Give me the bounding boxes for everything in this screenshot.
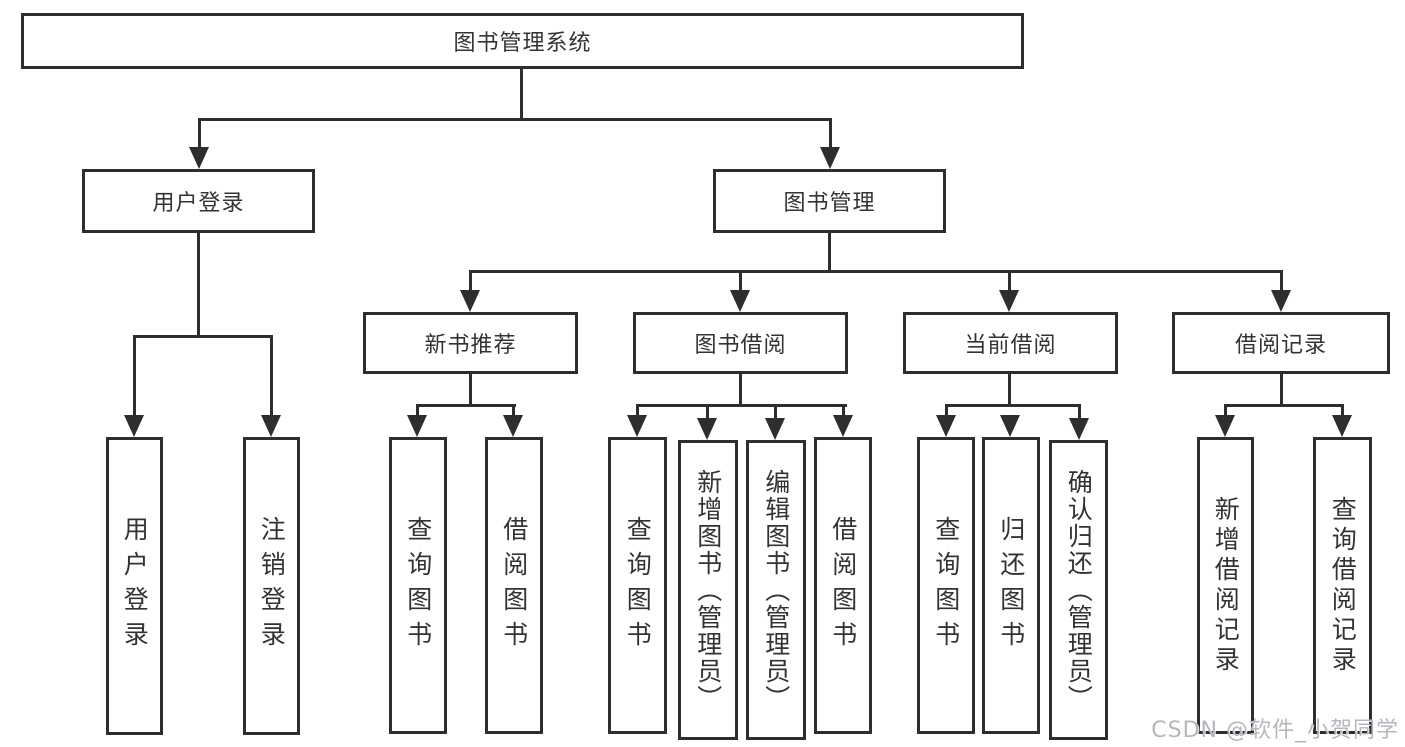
connector-hline <box>1224 404 1344 407</box>
watermark-text: CSDN @软件_小贺同学 <box>1151 718 1399 743</box>
leaf-confirm-return-admin-label: 确认归还（管理员） <box>1064 468 1094 712</box>
connector-vline <box>1280 273 1283 292</box>
connector-vline <box>197 233 200 337</box>
arrow-down-icon <box>936 415 956 437</box>
leaf-add-borrow-record: 新增借阅记录 <box>1197 437 1254 734</box>
leaf-borrow-books-recommend: 借阅图书 <box>485 437 543 734</box>
arrow-down-icon <box>1271 290 1291 312</box>
leaf-add-book-admin: 新增图书（管理员） <box>678 440 738 740</box>
leaf-return-books-label: 归还图书 <box>996 515 1026 656</box>
node-current-borrowing-label: 当前借阅 <box>964 333 1057 358</box>
node-user-login: 用户登录 <box>82 169 315 233</box>
connector-vline <box>133 338 136 417</box>
connector-vline <box>1078 407 1081 419</box>
leaf-add-book-admin-label: 新增图书（管理员） <box>693 468 723 712</box>
connector-vline <box>1280 374 1283 406</box>
connector-hline <box>469 270 1283 273</box>
connector-vline <box>512 407 515 416</box>
arrow-down-icon <box>820 147 840 169</box>
arrow-down-icon <box>1000 415 1020 437</box>
connector-hline <box>945 404 1081 407</box>
leaf-user-login-label: 用户登录 <box>120 516 150 656</box>
arrow-down-icon <box>261 415 281 437</box>
connector-vline <box>1341 407 1344 416</box>
arrow-down-icon <box>833 415 853 437</box>
connector-hline <box>133 335 273 338</box>
node-book-borrowing-label: 图书借阅 <box>694 333 787 358</box>
node-book-management-label: 图书管理 <box>783 191 876 216</box>
node-library-system-label: 图书管理系统 <box>453 31 592 56</box>
leaf-query-books-recommend: 查询图书 <box>389 437 447 734</box>
node-borrowing-records-label: 借阅记录 <box>1234 333 1327 358</box>
arrow-down-icon <box>503 415 523 437</box>
arrow-down-icon <box>765 418 785 440</box>
arrow-down-icon <box>189 147 209 169</box>
arrow-down-icon <box>407 415 427 437</box>
leaf-query-books-borrowing: 查询图书 <box>608 437 667 734</box>
connector-vline <box>1224 407 1227 416</box>
leaf-edit-book-admin-label: 编辑图书（管理员） <box>761 468 791 712</box>
leaf-borrow-books-label: 借阅图书 <box>828 515 858 656</box>
arrow-down-icon <box>697 418 717 440</box>
node-new-book-recommend: 新书推荐 <box>363 312 578 374</box>
leaf-logout-label: 注销登录 <box>257 516 287 656</box>
connector-hline <box>416 404 516 407</box>
node-borrowing-records: 借阅记录 <box>1172 312 1390 374</box>
connector-vline <box>636 407 639 416</box>
arrow-down-icon <box>1215 415 1235 437</box>
leaf-query-borrow-record: 查询借阅记录 <box>1313 437 1372 734</box>
arrow-down-icon <box>999 290 1019 312</box>
connector-vline <box>520 69 523 120</box>
node-user-login-label: 用户登录 <box>152 191 245 216</box>
leaf-user-login: 用户登录 <box>106 437 163 735</box>
leaf-confirm-return-admin: 确认归还（管理员） <box>1049 440 1108 740</box>
connector-vline <box>842 407 845 416</box>
connector-vline <box>945 407 948 416</box>
connector-vline <box>1008 273 1011 292</box>
connector-vline <box>774 407 777 419</box>
leaf-query-books-current: 查询图书 <box>917 437 975 734</box>
node-book-borrowing: 图书借阅 <box>633 312 848 374</box>
arrow-down-icon <box>124 415 144 437</box>
connector-vline <box>270 338 273 417</box>
arrow-down-icon <box>1332 415 1352 437</box>
arrow-down-icon <box>1069 418 1089 440</box>
leaf-return-books: 归还图书 <box>982 437 1040 734</box>
leaf-query-books-recommend-label: 查询图书 <box>403 515 433 656</box>
node-book-management: 图书管理 <box>713 169 946 233</box>
leaf-logout: 注销登录 <box>243 437 300 735</box>
leaf-edit-book-admin: 编辑图书（管理员） <box>746 440 806 740</box>
node-new-book-recommend-label: 新书推荐 <box>424 333 517 358</box>
connector-vline <box>829 121 832 149</box>
leaf-query-books-current-label: 查询图书 <box>931 515 961 656</box>
connector-vline <box>416 407 419 416</box>
connector-hline <box>198 118 832 121</box>
leaf-add-borrow-record-label: 新增借阅记录 <box>1211 495 1241 676</box>
connector-vline <box>1008 374 1011 406</box>
arrow-down-icon <box>730 290 750 312</box>
leaf-query-books-borrowing-label: 查询图书 <box>623 515 653 656</box>
arrow-down-icon <box>460 290 480 312</box>
leaf-borrow-books: 借阅图书 <box>814 437 872 734</box>
arrow-down-icon <box>627 415 647 437</box>
connector-vline <box>739 273 742 292</box>
connector-hline <box>636 404 847 407</box>
node-library-system: 图书管理系统 <box>21 13 1024 69</box>
leaf-query-borrow-record-label: 查询借阅记录 <box>1328 495 1358 676</box>
connector-vline <box>828 233 831 272</box>
leaf-borrow-books-recommend-label: 借阅图书 <box>499 515 529 656</box>
node-current-borrowing: 当前借阅 <box>903 312 1118 374</box>
connector-vline <box>706 407 709 419</box>
connector-vline <box>739 374 742 406</box>
connector-vline <box>198 121 201 149</box>
connector-vline <box>469 273 472 292</box>
connector-vline <box>469 374 472 406</box>
